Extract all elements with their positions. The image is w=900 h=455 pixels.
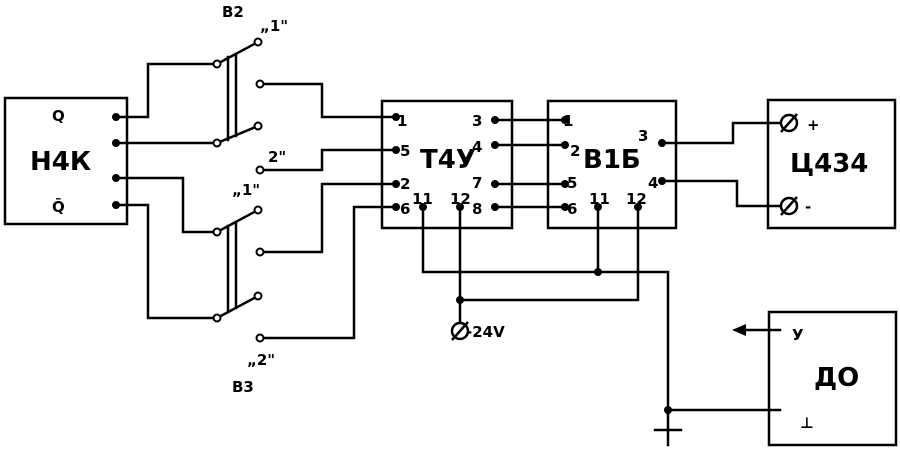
t4u-pin-1: 1 bbox=[397, 112, 407, 130]
t4u-pin-3: 3 bbox=[472, 112, 482, 130]
v1b-pin-3: 3 bbox=[638, 127, 648, 145]
v1b-pin-2: 2 bbox=[570, 142, 580, 160]
c434-plus-sign: + bbox=[807, 116, 820, 134]
c434-minus-sign: - bbox=[805, 198, 811, 216]
switch-b3-pos1: „1" bbox=[232, 181, 260, 199]
do-ground-label: ⊥ bbox=[800, 414, 814, 432]
block-do bbox=[767, 310, 898, 447]
t4u-pin-12: 12 bbox=[450, 190, 471, 208]
block-t4u bbox=[380, 99, 514, 230]
block-n4k bbox=[3, 96, 129, 226]
t4u-pin-6: 6 bbox=[400, 200, 410, 218]
t4u-pin-11: 11 bbox=[412, 190, 433, 208]
t4u-pin-7: 7 bbox=[472, 174, 482, 192]
t4u-pin-5: 5 bbox=[400, 142, 410, 160]
v1b-pin-6: 6 bbox=[567, 200, 577, 218]
block-do-label: ДО bbox=[814, 363, 859, 393]
connection-dots bbox=[112, 37, 672, 414]
block-t4u-label: Т4У bbox=[420, 145, 476, 175]
v1b-pin-4: 4 bbox=[648, 174, 658, 192]
block-c434-label: Ц434 bbox=[790, 149, 868, 179]
switch-b2-pos2: 2" bbox=[268, 148, 286, 166]
v1b-pin-12: 12 bbox=[626, 190, 647, 208]
switch-b3-pos2: „2" bbox=[247, 351, 275, 369]
switch-b2-pos1: „1" bbox=[260, 17, 288, 35]
c434-minus-terminal bbox=[779, 196, 799, 216]
v1b-pin-11: 11 bbox=[589, 190, 610, 208]
block-n4k-label: Н4К bbox=[30, 147, 91, 177]
c434-plus-terminal bbox=[779, 113, 799, 133]
wires bbox=[114, 40, 782, 447]
t4u-pin-8: 8 bbox=[472, 200, 482, 218]
v1b-pin-5: 5 bbox=[567, 174, 577, 192]
t4u-pin-2: 2 bbox=[400, 175, 410, 193]
t4u-pin-4: 4 bbox=[472, 138, 482, 156]
supply-terminal bbox=[450, 321, 470, 341]
block-v1b-label: В1Б bbox=[583, 145, 641, 175]
switch-b2-label: В2 bbox=[222, 3, 244, 21]
n4k-pin-q: Q bbox=[52, 107, 65, 125]
n4k-pin-q-bar: Q̄ bbox=[52, 196, 65, 216]
block-v1b bbox=[546, 99, 678, 230]
supply-label: -24V bbox=[466, 323, 505, 341]
do-output-label: У bbox=[792, 326, 804, 344]
switch-b3-label: В3 bbox=[232, 378, 254, 396]
